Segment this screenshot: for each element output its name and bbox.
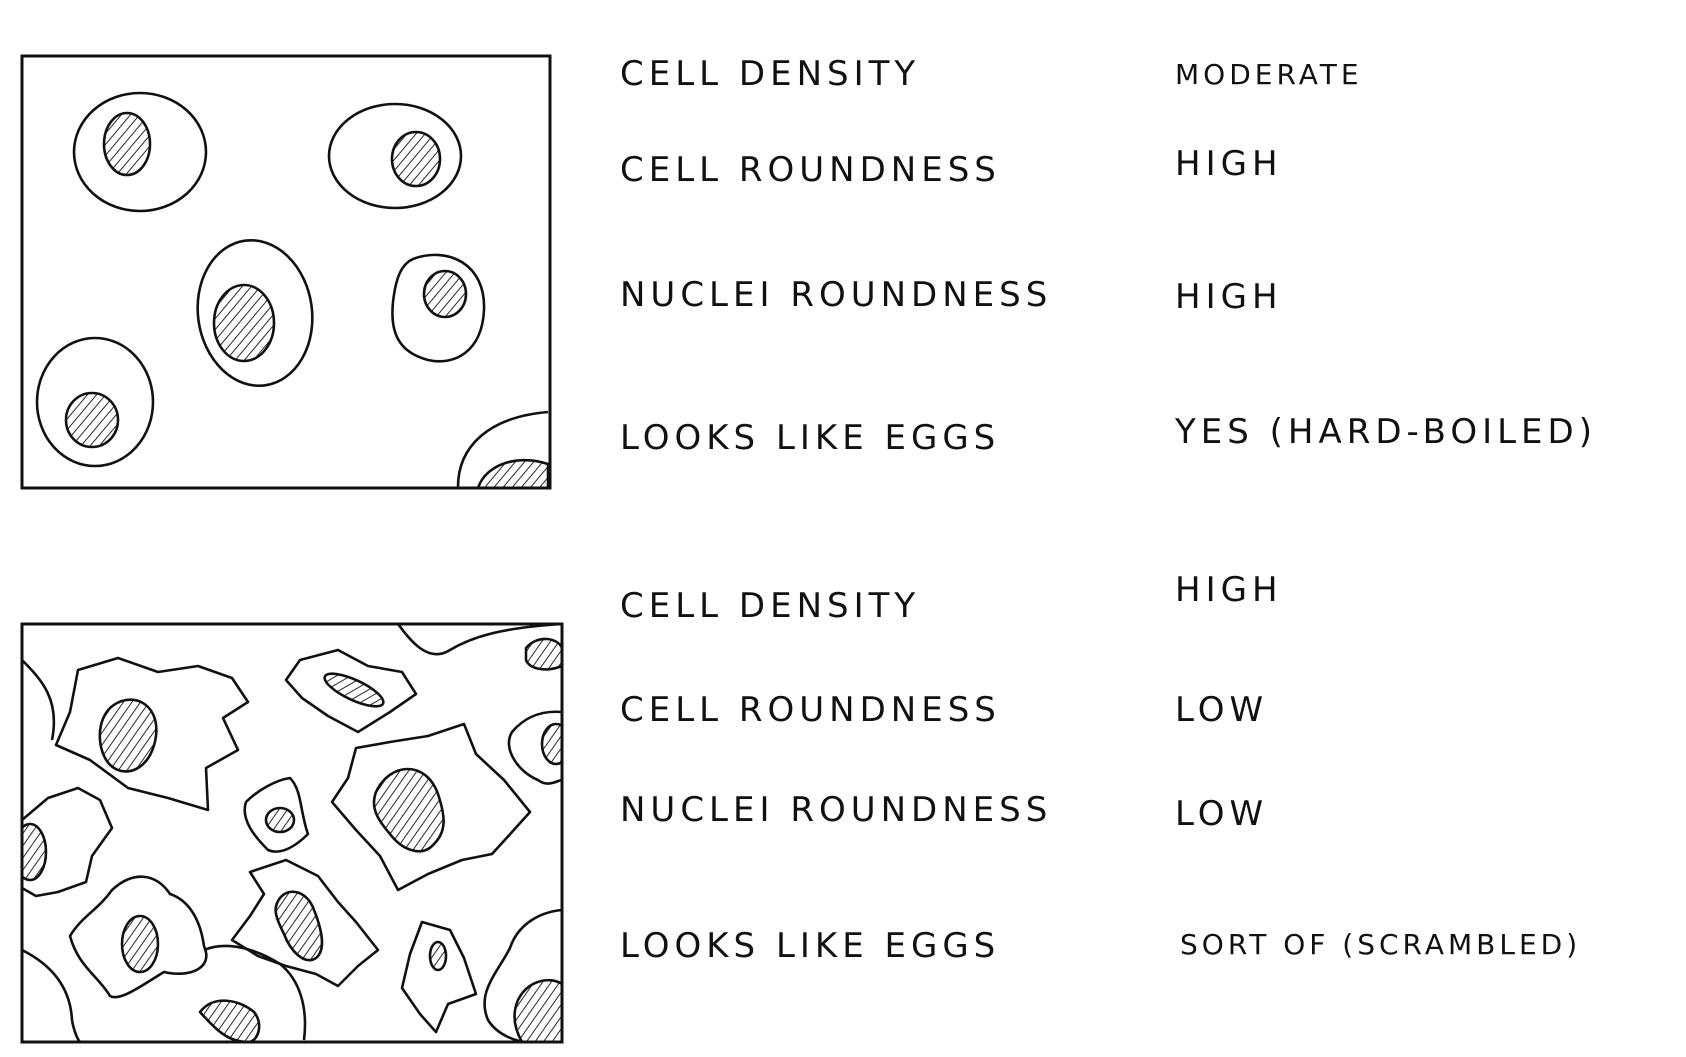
cell [22, 786, 114, 898]
cell [330, 722, 532, 892]
nucleus [120, 914, 160, 974]
row-value: LOW [1175, 794, 1269, 834]
row-label: CELL ROUNDNESS [620, 690, 1001, 730]
nucleus [274, 890, 324, 962]
row-label: CELL ROUNDNESS [620, 150, 1001, 190]
cell [72, 91, 208, 213]
row-looks-like-eggs: LOOKS LIKE EGGS SORT OF (SCRAMBLED) [620, 926, 1680, 966]
cell [22, 659, 56, 741]
cell [396, 624, 562, 671]
row-value: YES (HARD-BOILED) [1175, 412, 1597, 452]
cell [198, 944, 307, 1042]
row-cell-density: CELL DENSITY MODERATE [620, 54, 1680, 94]
row-nuclei-roundness: NUCLEI ROUNDNESS HIGH [620, 275, 1680, 317]
nucleus [372, 767, 445, 853]
row-value: LOW [1175, 690, 1269, 730]
nucleus [513, 978, 562, 1042]
nucleus [422, 269, 468, 319]
cell [391, 253, 486, 363]
cell [35, 336, 155, 468]
nucleus [323, 672, 385, 708]
cell [196, 238, 314, 388]
cell [284, 648, 418, 734]
nucleus [64, 391, 120, 449]
row-looks-like-eggs: LOOKS LIKE EGGS YES (HARD-BOILED) [620, 412, 1680, 458]
row-value: MODERATE [1175, 58, 1363, 91]
irregular-cells-panel: CELL DENSITY HIGH CELL ROUNDNESS LOW NUC… [0, 528, 1686, 1056]
row-cell-density: CELL DENSITY HIGH [620, 570, 1680, 626]
cell [22, 948, 82, 1042]
cell [400, 920, 478, 1034]
row-value: HIGH [1175, 570, 1283, 610]
row-label: LOOKS LIKE EGGS [620, 418, 1001, 458]
irregular-cells-sketch [20, 622, 564, 1044]
nucleus [264, 806, 296, 834]
row-cell-roundness: CELL ROUNDNESS HIGH [620, 144, 1680, 190]
rounded-cells-sketch [20, 54, 552, 490]
cell [456, 410, 550, 488]
nucleus [524, 637, 562, 671]
row-label: NUCLEI ROUNDNESS [620, 275, 1053, 315]
row-label: CELL DENSITY [620, 54, 921, 94]
nucleus [540, 722, 562, 766]
nucleus [212, 283, 276, 363]
row-value: HIGH [1175, 144, 1283, 184]
row-label: CELL DENSITY [620, 586, 921, 626]
cell [68, 875, 208, 999]
cell [507, 710, 562, 785]
nucleus [22, 822, 48, 882]
rounded-cells-panel: CELL DENSITY MODERATE CELL ROUNDNESS HIG… [0, 0, 1686, 528]
nucleus [390, 130, 442, 188]
cell [54, 656, 250, 812]
nucleus [476, 458, 550, 488]
cell [243, 776, 310, 853]
row-value: SORT OF (SCRAMBLED) [1180, 928, 1582, 961]
row-value: HIGH [1175, 277, 1283, 317]
nucleus [198, 999, 261, 1042]
nucleus [102, 111, 152, 177]
row-cell-roundness: CELL ROUNDNESS LOW [620, 690, 1680, 730]
row-label: LOOKS LIKE EGGS [620, 926, 1001, 966]
cell [483, 908, 562, 1042]
cell [230, 858, 380, 988]
row-label: NUCLEI ROUNDNESS [620, 790, 1053, 830]
cell [327, 102, 463, 210]
nucleus [98, 698, 158, 773]
row-nuclei-roundness: NUCLEI ROUNDNESS LOW [620, 790, 1680, 834]
sketch-frame [20, 622, 564, 1044]
nucleus [428, 940, 448, 972]
